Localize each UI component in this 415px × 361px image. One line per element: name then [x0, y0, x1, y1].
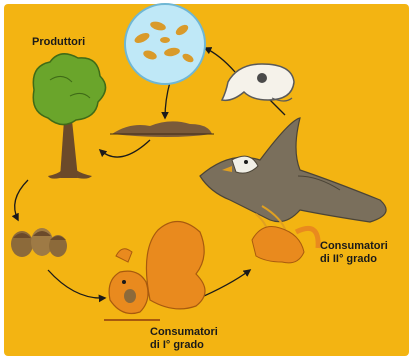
label-secondary-consumers-line2: di II° grado: [320, 253, 377, 265]
label-producers: Produttori: [32, 36, 85, 48]
label-primary-consumers-line2: di I° grado: [150, 339, 204, 351]
label-primary-consumers-line1: Consumatori: [150, 326, 218, 338]
microbes-icon: [125, 4, 205, 84]
label-secondary-consumers-line1: Consumatori: [320, 240, 388, 252]
